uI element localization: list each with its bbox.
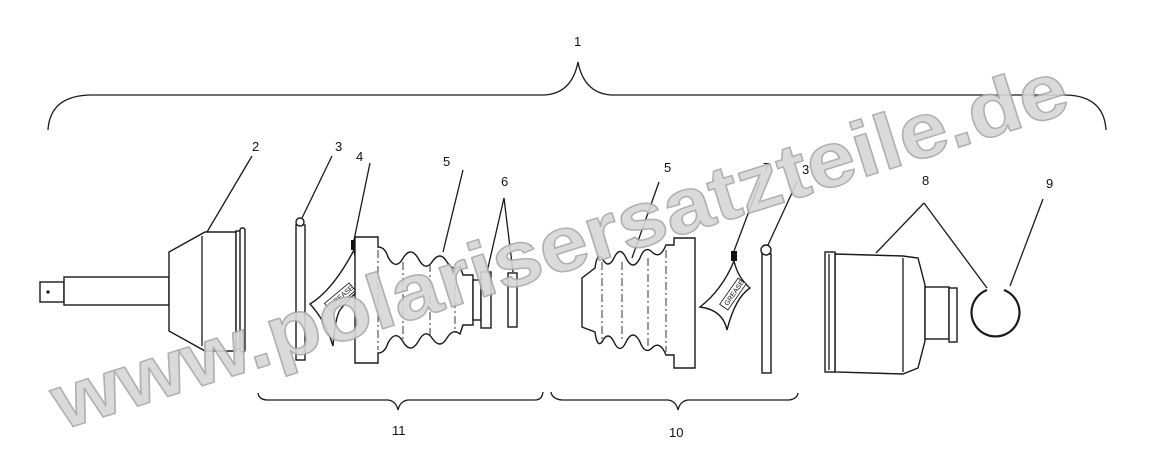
part-5-boot-left [354,236,482,364]
callout-8: 8 [922,173,929,188]
callout-9: 9 [1046,176,1053,191]
part-9-snap-ring [970,288,1021,338]
callout-10: 10 [669,425,683,440]
brace-assembly-1 [47,61,1107,131]
brace-kit-10 [550,391,799,411]
part-7-grease-packet: GREASE [698,251,752,331]
part-5-boot-right [581,237,696,369]
brace-kit-11 [257,391,544,411]
callout-5-left: 5 [443,154,450,169]
callout-5-right: 5 [664,160,671,175]
part-2-outer-cv-joint [39,227,246,353]
callout-1: 1 [574,34,581,49]
callout-7: 7 [763,160,770,175]
part-8-inner-cv-housing [824,251,958,375]
callout-11: 11 [392,423,406,438]
callout-4: 4 [356,149,363,164]
part-3-clamp-right [760,244,772,374]
callout-3-right: 3 [802,162,809,177]
part-3-clamp-left [295,217,306,361]
callout-3-left: 3 [335,139,342,154]
callout-6: 6 [501,174,508,189]
part-6-rings [480,271,518,329]
callout-2: 2 [252,139,259,154]
